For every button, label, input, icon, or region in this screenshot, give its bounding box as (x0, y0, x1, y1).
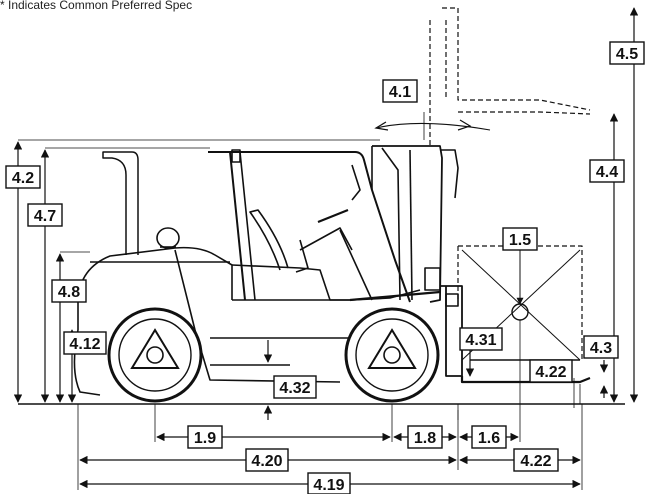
label-box-4-5: 4.5 (609, 41, 645, 65)
dimension-lines (13, 7, 639, 490)
label-box-4-7: 4.7 (27, 203, 63, 227)
label-4-3: 4.3 (590, 340, 612, 357)
label-box-4-4: 4.4 (589, 159, 625, 183)
label-box-1-9: 1.9 (187, 425, 223, 449)
forklift-drawing (73, 7, 591, 396)
label-box-4-32: 4.32 (273, 375, 317, 399)
label-box-4-19: 4.19 (307, 472, 351, 494)
label-1-9: 1.9 (194, 430, 216, 447)
label-4-7: 4.7 (34, 208, 56, 225)
label-4-8: 4.8 (58, 284, 80, 301)
label-4-32: 4.32 (279, 380, 310, 397)
label-box-4-1: 4.1 (382, 79, 418, 103)
label-box-4-8: 4.8 (51, 279, 87, 303)
label-4-31: 4.31 (465, 332, 496, 349)
label-1-5: 1.5 (509, 232, 531, 249)
label-4-22-lower: 4.22 (520, 453, 551, 470)
label-box-1-6: 1.6 (471, 425, 507, 449)
label-box-4-2: 4.2 (5, 165, 41, 189)
rear-wheel (107, 307, 203, 403)
label-1-8: 1.8 (414, 430, 436, 447)
label-box-4-20: 4.20 (245, 448, 289, 472)
label-box-4-3: 4.3 (583, 335, 619, 359)
label-box-4-22-lower: 4.22 (513, 448, 559, 472)
label-4-5: 4.5 (616, 46, 638, 63)
label-4-1: 4.1 (389, 84, 411, 101)
label-4-19: 4.19 (313, 477, 344, 494)
label-box-4-31: 4.31 (459, 327, 503, 351)
label-4-4: 4.4 (596, 164, 618, 181)
label-4-22-upper: 4.22 (535, 364, 566, 381)
footnote: * Indicates Common Preferred Spec (0, 0, 193, 12)
label-4-2: 4.2 (12, 170, 34, 187)
label-4-12: 4.12 (69, 336, 100, 353)
label-box-4-22-upper: 4.22 (529, 359, 573, 383)
label-4-20: 4.20 (251, 453, 282, 470)
label-box-1-5: 1.5 (502, 227, 538, 251)
front-wheel (344, 307, 440, 403)
label-1-6: 1.6 (478, 430, 500, 447)
label-box-1-8: 1.8 (407, 425, 443, 449)
label-box-4-12: 4.12 (63, 331, 107, 355)
